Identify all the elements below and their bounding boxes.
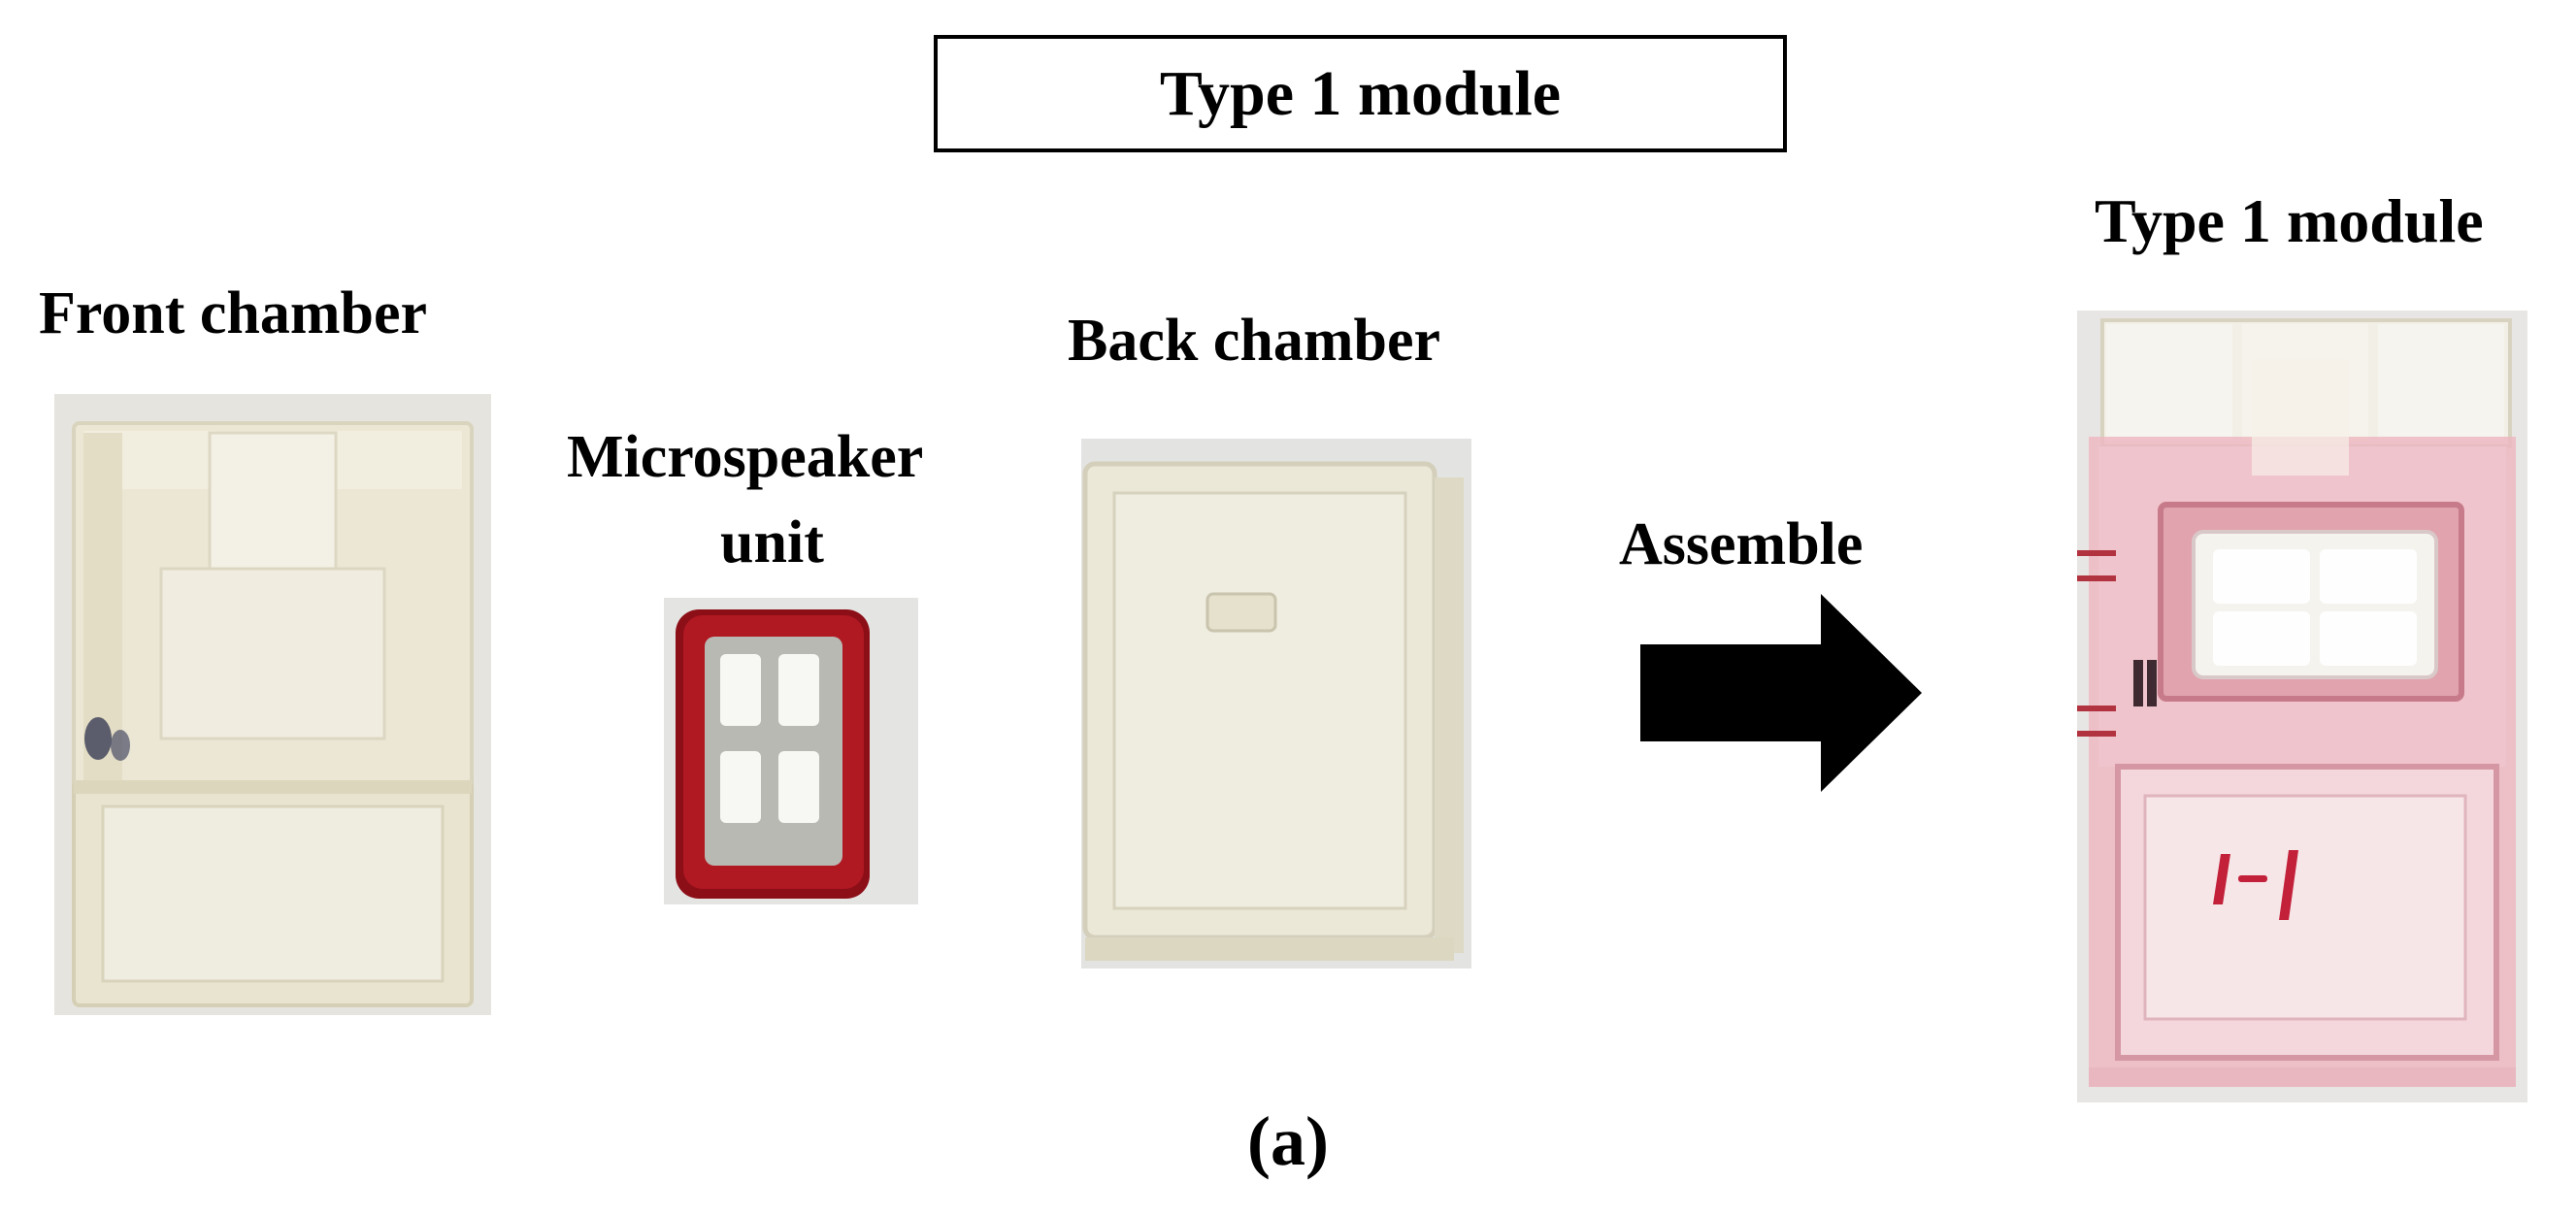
assembled-module-photo — [2077, 311, 2527, 1102]
label-microspeaker-unit: unit — [720, 509, 824, 575]
title-box: Type 1 module — [934, 35, 1787, 152]
microspeaker-photo — [664, 598, 918, 904]
handwritten-mark — [2213, 850, 2298, 920]
label-front-chamber: Front chamber — [39, 280, 428, 346]
title-text: Type 1 module — [1159, 57, 1562, 129]
label-assembled-module: Type 1 module — [2095, 186, 2484, 255]
label-back-chamber: Back chamber — [1068, 308, 1441, 374]
label-assemble: Assemble — [1619, 511, 1864, 577]
label-microspeaker: Microspeaker — [567, 424, 924, 490]
front-chamber-photo — [54, 394, 491, 1015]
assemble-arrow — [1640, 594, 1922, 792]
back-chamber-photo — [1081, 439, 1471, 969]
figure-caption: (a) — [1247, 1102, 1329, 1180]
